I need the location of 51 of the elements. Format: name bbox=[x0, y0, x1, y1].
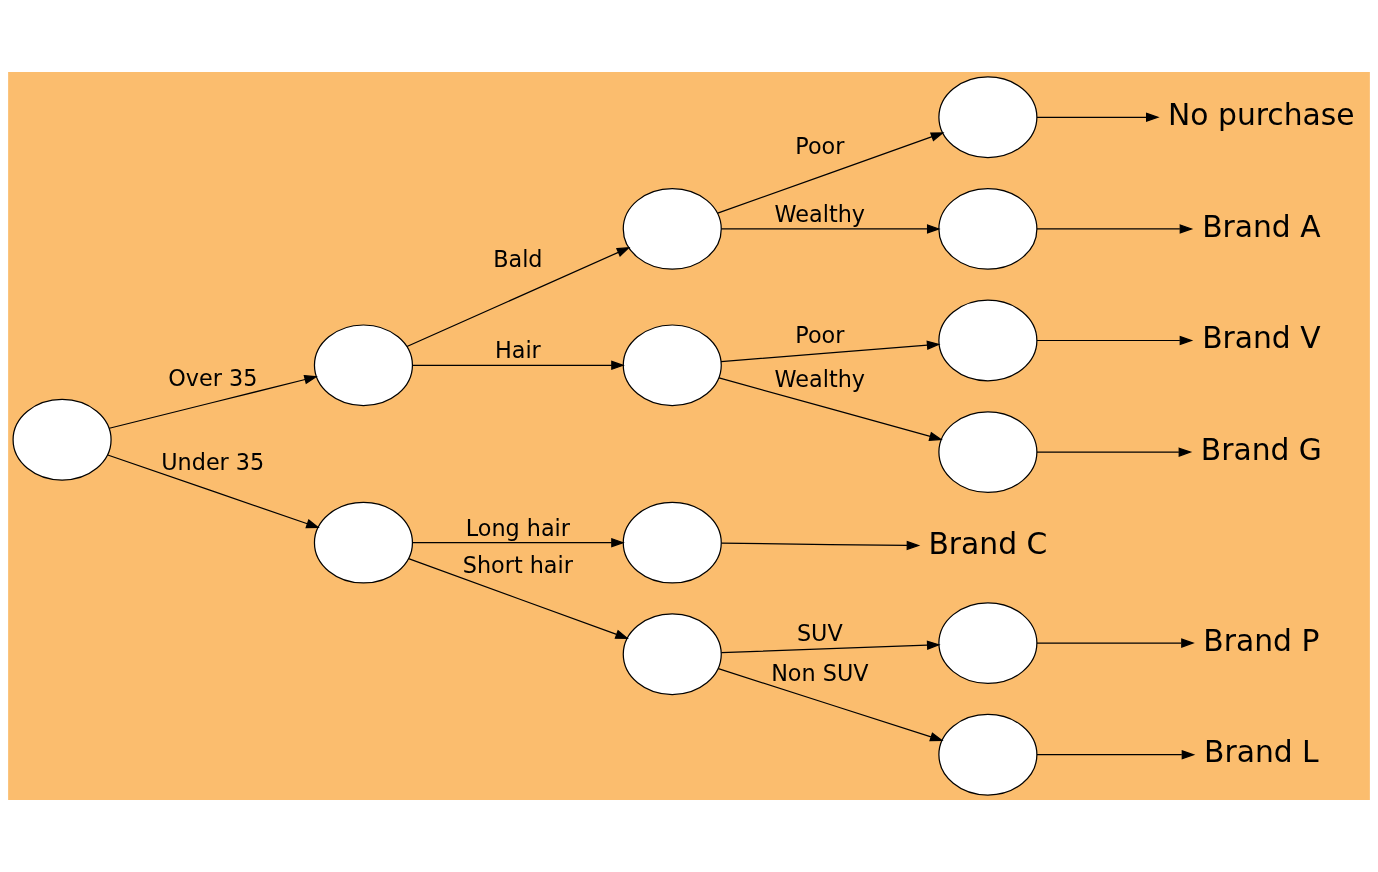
arrow bbox=[718, 377, 943, 441]
node-circle bbox=[622, 187, 722, 270]
arrow bbox=[1036, 749, 1196, 760]
edge-label: Over 35 bbox=[168, 364, 258, 391]
arrow bbox=[1036, 224, 1194, 234]
edge-label: Poor bbox=[795, 322, 845, 349]
arrow bbox=[717, 132, 945, 214]
arrow bbox=[107, 454, 320, 529]
arrow bbox=[1036, 638, 1195, 648]
arrow bbox=[411, 537, 625, 548]
arrow bbox=[407, 558, 629, 639]
arrow bbox=[1036, 447, 1193, 457]
node-circle bbox=[938, 713, 1038, 796]
arrow bbox=[720, 540, 921, 551]
arrow bbox=[717, 668, 944, 742]
arrow bbox=[720, 640, 941, 654]
node-circle bbox=[938, 602, 1038, 685]
node-text: No purchase bbox=[1168, 96, 1355, 132]
arrow bbox=[411, 360, 625, 371]
edge-label: Non SUV bbox=[771, 659, 869, 686]
edge-label: Wealthy bbox=[774, 365, 866, 392]
edge-label: Wealthy bbox=[774, 200, 866, 227]
arrow bbox=[406, 246, 631, 348]
node-circle bbox=[938, 187, 1038, 270]
edge-label: SUV bbox=[796, 620, 843, 647]
node-circle bbox=[313, 324, 414, 407]
node-circle bbox=[12, 398, 112, 481]
node-circle bbox=[622, 324, 722, 407]
node-text: Brand A bbox=[1202, 208, 1321, 244]
node-text: Brand C bbox=[928, 526, 1048, 562]
edge-label: Bald bbox=[493, 245, 543, 272]
node-circle bbox=[938, 411, 1038, 494]
node-circle bbox=[622, 613, 722, 696]
arrow bbox=[720, 224, 941, 234]
edge-label: Long hair bbox=[465, 514, 570, 541]
node-circle bbox=[313, 501, 414, 584]
node-circle bbox=[938, 299, 1038, 382]
edge-label: Hair bbox=[494, 337, 541, 364]
node-circle bbox=[622, 501, 722, 584]
node-text: Brand V bbox=[1202, 320, 1321, 356]
edge-label: Poor bbox=[795, 132, 845, 159]
node-text: Brand G bbox=[1200, 431, 1322, 467]
edge-label: Short hair bbox=[462, 551, 573, 578]
node-circle bbox=[938, 76, 1038, 159]
node-text: Brand L bbox=[1204, 734, 1319, 770]
node-text: Brand P bbox=[1203, 622, 1320, 658]
arrow bbox=[1036, 335, 1194, 346]
edge-label: Under 35 bbox=[161, 448, 265, 475]
arrow bbox=[108, 375, 318, 429]
arrow bbox=[720, 340, 941, 363]
arrow bbox=[1036, 112, 1160, 123]
